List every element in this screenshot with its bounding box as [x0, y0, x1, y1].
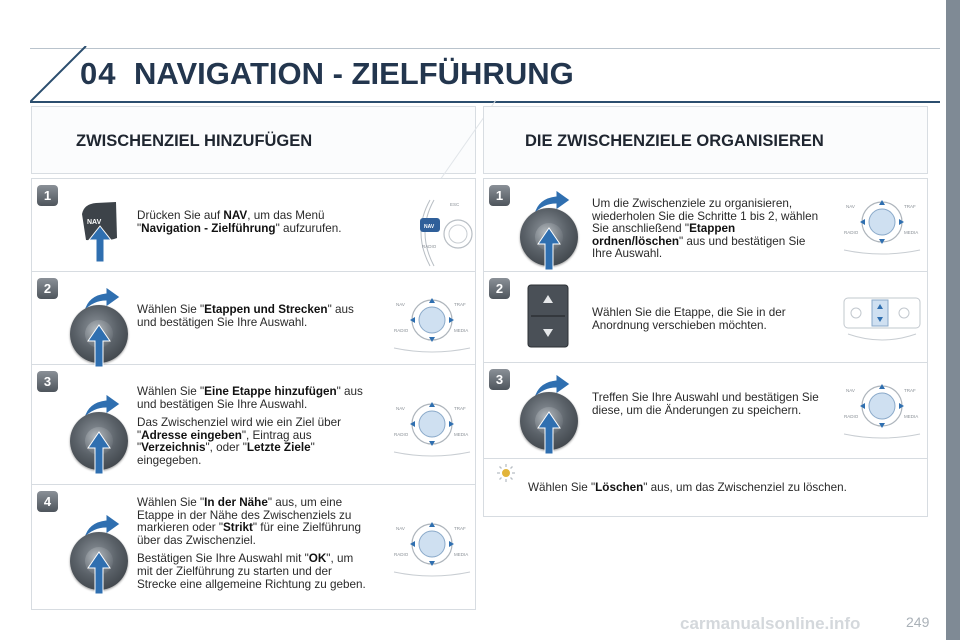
watermark: carmanualsonline.info — [680, 614, 861, 633]
chapter-title: NAVIGATION - ZIELFÜHRUNG — [134, 56, 574, 91]
left-section-header: ZWISCHENZIEL HINZUFÜGEN — [31, 106, 476, 174]
down-arrow-icon — [543, 329, 553, 337]
rotary-knob-icon — [70, 512, 140, 594]
step-number-badge: 4 — [37, 491, 58, 512]
step-divider — [31, 271, 476, 272]
control-panel-illustration: NAV TRAF RADIO MEDIA — [393, 298, 471, 353]
tip-text: Wählen Sie "Löschen" aus, um das Zwische… — [528, 481, 847, 494]
rotary-knob-icon — [520, 188, 590, 270]
left-step-1-text: Drücken Sie auf NAV, um das Menü "Naviga… — [137, 209, 342, 235]
svg-text:MEDIA: MEDIA — [454, 328, 468, 333]
svg-text:NAV: NAV — [846, 204, 855, 209]
right-section-title: DIE ZWISCHENZIELE ORGANISIEREN — [525, 132, 824, 150]
steering-wheel-controls-illustration — [843, 297, 921, 341]
step-number-badge: 1 — [37, 185, 58, 206]
rotary-knob-icon — [520, 372, 590, 454]
svg-text:RADIO: RADIO — [394, 432, 409, 437]
nav-button-press-icon: NAV — [82, 202, 117, 263]
svg-text:RADIO: RADIO — [394, 552, 409, 557]
chapter-number: 04 — [80, 56, 117, 91]
step-number-badge: 2 — [37, 278, 58, 299]
svg-text:NAV: NAV — [396, 406, 405, 411]
step-divider — [31, 484, 476, 485]
svg-text:NAV: NAV — [396, 526, 405, 531]
header-bar — [30, 48, 940, 103]
side-stripe — [946, 0, 960, 640]
svg-text:TRAF: TRAF — [904, 204, 916, 209]
tip-sun-icon — [497, 464, 515, 482]
rotary-knob-icon — [70, 392, 140, 474]
step-number-badge: 1 — [489, 185, 510, 206]
tip-box — [483, 458, 928, 517]
right-step-2-text: Wählen Sie die Etappe, die Sie in der An… — [592, 306, 786, 332]
right-section-header: DIE ZWISCHENZIELE ORGANISIEREN — [483, 106, 928, 174]
rotary-knob-icon — [70, 285, 140, 367]
svg-text:MEDIA: MEDIA — [904, 230, 918, 235]
up-arrow-icon — [543, 295, 553, 303]
step-divider — [483, 362, 928, 363]
control-panel-illustration: NAV TRAF RADIO MEDIA — [393, 522, 471, 577]
svg-text:TRAF: TRAF — [454, 302, 466, 307]
svg-text:ESC: ESC — [450, 202, 460, 207]
left-section-title: ZWISCHENZIEL HINZUFÜGEN — [76, 132, 313, 150]
svg-text:MEDIA: MEDIA — [904, 414, 918, 419]
control-panel-illustration: NAV TRAF RADIO MEDIA — [843, 200, 921, 255]
svg-text:TRAF: TRAF — [454, 526, 466, 531]
left-step-2-text: Wählen Sie "Etappen und Strecken" aus un… — [137, 303, 354, 329]
right-step-3-text: Treffen Sie Ihre Auswahl und bestätigen … — [592, 391, 819, 417]
step-number-badge: 3 — [37, 371, 58, 392]
svg-text:TRAF: TRAF — [454, 406, 466, 411]
svg-text:NAV: NAV — [424, 224, 435, 230]
control-panel-illustration: NAV TRAF RADIO MEDIA — [843, 384, 921, 439]
left-step-3-text: Wählen Sie "Eine Etappe hinzufügen" aus … — [137, 385, 363, 467]
svg-text:TRAF: TRAF — [904, 388, 916, 393]
svg-text:NAV: NAV — [396, 302, 405, 307]
left-step-4-text: Wählen Sie "In der Nähe" aus, um eine Et… — [137, 496, 366, 591]
header-diagonal-decoration — [30, 46, 87, 102]
step-number-badge: 3 — [489, 369, 510, 390]
svg-text:MEDIA: MEDIA — [454, 552, 468, 557]
svg-text:RADIO: RADIO — [844, 414, 859, 419]
svg-text:RADIO: RADIO — [844, 230, 859, 235]
step-divider — [483, 271, 928, 272]
step-divider — [31, 364, 476, 365]
svg-text:MEDIA: MEDIA — [454, 432, 468, 437]
svg-text:RADIO: RADIO — [422, 244, 437, 249]
page-number: 249 — [906, 614, 930, 630]
right-step-1-text: Um die Zwischenziele zu organisieren, wi… — [592, 197, 819, 261]
step-number-badge: 2 — [489, 278, 510, 299]
nav-key-label: NAV — [87, 219, 102, 226]
svg-text:NAV: NAV — [846, 388, 855, 393]
control-panel-illustration: NAV TRAF RADIO MEDIA — [393, 402, 471, 457]
svg-text:RADIO: RADIO — [394, 328, 409, 333]
up-down-rocker-icon — [527, 284, 569, 348]
nav-panel-illustration: NAV ESC RADIO — [420, 199, 473, 267]
